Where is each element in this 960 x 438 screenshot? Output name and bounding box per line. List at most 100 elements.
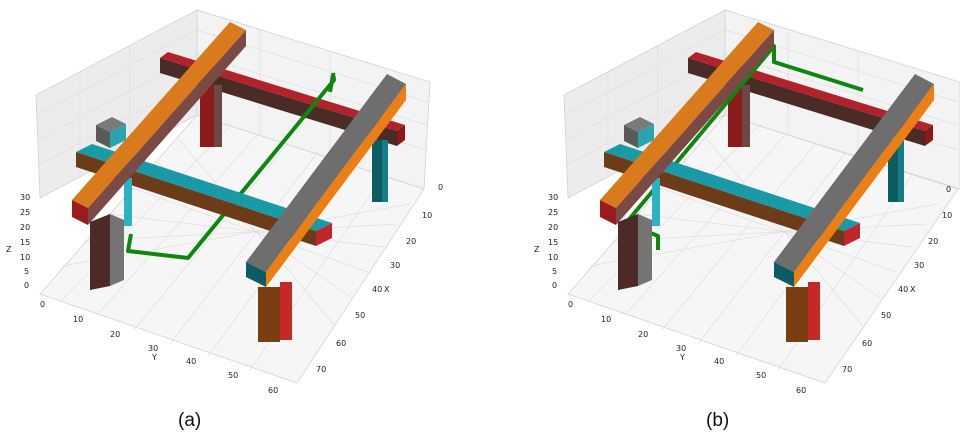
path-b — [624, 44, 864, 250]
post-front-left-side — [638, 214, 652, 286]
beam-teal-front — [604, 152, 844, 246]
x-axis: 0 10 20 30 40 50 60 70 X — [316, 183, 443, 374]
z-tick-0: 0 — [552, 281, 557, 290]
post-teal-back-right-side — [382, 140, 388, 202]
y-tick-50: 50 — [228, 371, 238, 380]
y-tick-10: 10 — [73, 315, 83, 324]
y-tick-10: 10 — [601, 315, 611, 324]
beam-orange-front — [72, 200, 88, 225]
z-axis: 30 25 20 15 10 5 0 Z — [6, 193, 30, 290]
x-tick-30: 30 — [390, 261, 400, 270]
beam-orange-top — [600, 22, 774, 208]
post-front-left — [618, 214, 638, 290]
beam-orange-top — [72, 22, 246, 208]
y-tick-50: 50 — [756, 371, 766, 380]
beam-orange-side — [616, 30, 774, 225]
panel-b: 30 25 20 15 10 5 0 Z 0 10 20 30 40 50 60… — [528, 0, 960, 438]
x-axis-label: X — [910, 285, 916, 294]
z-tick-25: 25 — [548, 208, 558, 217]
y-axis-label: Y — [679, 353, 685, 362]
z-tick-30: 30 — [20, 193, 30, 202]
plot-3d-a: 30 25 20 15 10 5 0 Z 0 10 20 30 40 50 60… — [6, 9, 443, 395]
z-tick-20: 20 — [548, 223, 558, 232]
x-axis: 10 20 30 40 50 60 70 0 X — [842, 185, 952, 374]
caption-a: (a) — [178, 410, 202, 431]
x-tick-50: 50 — [881, 311, 891, 320]
post-front-right — [786, 287, 808, 342]
block-gray-back-left — [96, 117, 126, 132]
post-front-left — [90, 214, 110, 290]
beam-teal-end — [316, 223, 332, 246]
z-tick-5: 5 — [552, 267, 557, 276]
y-axis: 0 10 20 30 40 50 60 Y — [568, 300, 806, 395]
x-tick-40: 40 — [898, 285, 908, 294]
z-tick-15: 15 — [548, 238, 558, 247]
panel-a: 30 25 20 15 10 5 0 Z 0 10 20 30 40 50 60… — [6, 9, 443, 431]
beam-gray-side — [794, 84, 934, 287]
x-tick-20: 20 — [406, 237, 416, 246]
path-a-end — [328, 74, 335, 93]
y-tick-30: 30 — [676, 344, 686, 353]
post-teal-back-right — [888, 140, 898, 202]
beam-gray-front — [774, 262, 794, 287]
post-red-back-left-side — [742, 85, 750, 147]
beam-gray-top — [774, 74, 934, 272]
post-front-right-side — [808, 282, 820, 340]
post-teal-back-right-side — [898, 140, 904, 202]
x-tick-70: 70 — [842, 365, 852, 374]
z-tick-10: 10 — [548, 253, 558, 262]
post-front-right — [258, 287, 280, 342]
block-gray-back-left-front — [624, 125, 638, 148]
beam-red-back-end — [397, 125, 405, 146]
z-tick-15: 15 — [20, 238, 30, 247]
block-gray-back-left-front — [96, 125, 110, 148]
beam-orange-side — [88, 30, 246, 225]
z-tick-0: 0 — [24, 281, 29, 290]
beam-orange-front — [600, 200, 616, 225]
y-tick-40: 40 — [714, 357, 724, 366]
y-tick-20: 20 — [638, 330, 648, 339]
y-axis: 0 10 20 30 40 50 60 Y — [40, 300, 278, 395]
x-tick-60: 60 — [336, 339, 346, 348]
beam-red-back-end — [925, 125, 933, 146]
y-axis-label: Y — [151, 353, 157, 362]
beam-teal-end — [844, 223, 860, 246]
post-teal-back-right — [372, 140, 382, 202]
y-tick-20: 20 — [110, 330, 120, 339]
beam-gray-side — [266, 84, 406, 287]
x-tick-10: 10 — [422, 211, 432, 220]
beam-teal-front — [76, 152, 316, 246]
caption-b: (b) — [706, 410, 730, 431]
z-tick-5: 5 — [24, 267, 29, 276]
x-tick-0: 0 — [946, 185, 951, 194]
y-tick-0: 0 — [40, 300, 45, 309]
z-axis-label: Z — [534, 245, 540, 254]
post-red-back-left — [200, 85, 214, 147]
z-tick-30: 30 — [548, 193, 558, 202]
x-tick-70: 70 — [316, 365, 326, 374]
post-red-back-left-side — [214, 85, 222, 147]
x-tick-60: 60 — [862, 339, 872, 348]
post-red-back-left — [728, 85, 742, 147]
beam-gray-top — [246, 74, 406, 272]
post-front-left-side — [110, 214, 124, 286]
y-tick-30: 30 — [148, 344, 158, 353]
x-tick-40: 40 — [372, 285, 382, 294]
plot-3d-b: 30 25 20 15 10 5 0 Z 0 10 20 30 40 50 60… — [534, 9, 960, 395]
z-axis: 30 25 20 15 10 5 0 Z — [534, 193, 558, 290]
y-tick-40: 40 — [186, 357, 196, 366]
post-front-right-side — [280, 282, 292, 340]
x-tick-20: 20 — [928, 237, 938, 246]
y-tick-0: 0 — [568, 300, 573, 309]
beam-red-back-front — [160, 58, 397, 146]
block-gray-back-left-side — [638, 124, 654, 148]
x-tick-30: 30 — [914, 261, 924, 270]
block-gray-back-left — [624, 117, 654, 132]
post-teal-sliver — [652, 178, 660, 226]
x-tick-0: 0 — [438, 183, 443, 192]
z-tick-10: 10 — [20, 253, 30, 262]
x-tick-10: 10 — [942, 211, 952, 220]
post-teal-sliver — [124, 178, 132, 226]
y-tick-60: 60 — [796, 386, 806, 395]
z-axis-label: Z — [6, 245, 12, 254]
